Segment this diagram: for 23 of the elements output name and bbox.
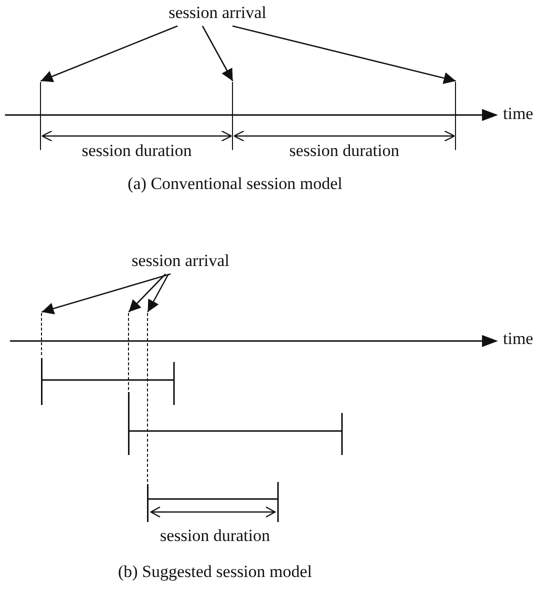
leader-arrow xyxy=(41,130,232,142)
arrival-label: session arrival xyxy=(118,250,243,272)
diagram-label: time xyxy=(503,104,534,124)
arrival-tick xyxy=(232,82,233,150)
leader-arrow xyxy=(40,25,178,82)
diagram-label: time xyxy=(503,329,534,349)
leader-arrow xyxy=(202,26,234,82)
leader-arrow xyxy=(128,274,166,312)
edge-label: session duration xyxy=(82,141,192,161)
edge-label: session duration xyxy=(289,141,400,161)
dashed-arrival-marker xyxy=(128,313,129,390)
diagram-label: session duration xyxy=(160,526,270,546)
arrival-tick xyxy=(40,82,41,150)
leader-arrow xyxy=(147,274,170,312)
leader-arrow xyxy=(232,25,456,84)
arrival-label: session arrival xyxy=(155,2,280,24)
dashed-arrival-marker xyxy=(147,313,148,482)
leader-arrow xyxy=(233,130,456,142)
diagram-label: (b) Suggested session model xyxy=(118,562,312,582)
dashed-arrival-marker xyxy=(41,313,42,355)
diagram-label: (a) Conventional session model xyxy=(128,174,342,194)
leader-arrow xyxy=(42,273,171,314)
arrival-tick xyxy=(455,82,456,150)
